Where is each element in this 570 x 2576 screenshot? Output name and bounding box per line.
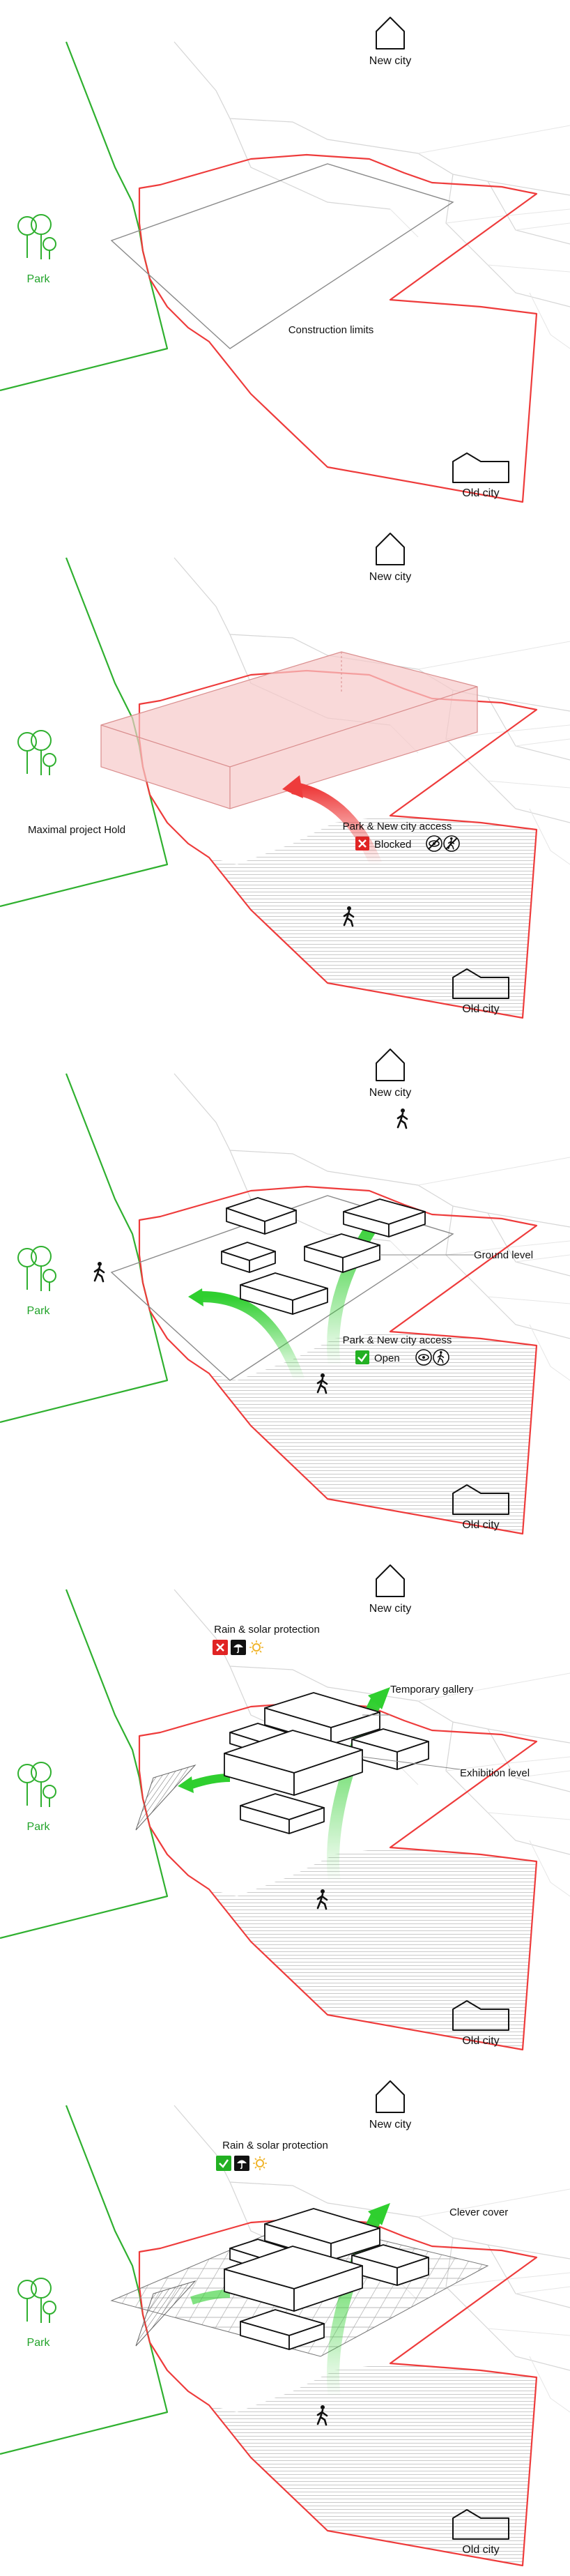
old-city-label: Old city	[462, 487, 499, 499]
old-city-label: Old city	[462, 1003, 499, 1015]
rain-solar-label: Rain & solar protection	[222, 2140, 328, 2151]
new-city-label: New city	[369, 571, 411, 583]
park-access-label: Park & New city access	[343, 1334, 452, 1346]
house-icon	[376, 1049, 405, 1081]
old-city-label: Old city	[462, 2544, 499, 2556]
maximal-volume	[100, 651, 478, 809]
building-blocks	[224, 1692, 429, 1834]
panel-clever-cover: Clever cover New city Old city Park Rain…	[0, 2080, 570, 2567]
old-city-label: Old city	[462, 2035, 499, 2047]
construction-limits-outline	[110, 163, 454, 349]
eye-icon	[426, 835, 442, 852]
eye-icon	[415, 1349, 432, 1366]
clever-cover-label: Clever cover	[449, 2207, 508, 2218]
sun-icon	[249, 1640, 263, 1654]
park-label: Park	[27, 2337, 51, 2349]
panel-ground-level: Ground level New city Old city Park Park…	[0, 1049, 570, 1535]
check-icon	[355, 1350, 369, 1364]
building-blocks	[221, 1197, 426, 1315]
new-city-label: New city	[369, 55, 411, 67]
umbrella-icon	[231, 1640, 246, 1655]
house-icon	[376, 1564, 405, 1597]
rain-solar-label: Rain & solar protection	[214, 1624, 320, 1636]
new-city-label: New city	[369, 1603, 411, 1615]
maximal-project-hold-label: Maximal project Hold	[28, 824, 125, 836]
sun-icon	[253, 2156, 267, 2170]
new-city-label: New city	[369, 1087, 411, 1099]
house-icon	[376, 17, 405, 49]
park-label: Park	[27, 1821, 51, 1833]
park-label: Park	[27, 1305, 51, 1317]
park-label: Park	[27, 273, 51, 285]
tree-icon	[17, 214, 56, 260]
panel-maximal-project-hold: New city Old city Maximal project Hold P…	[0, 533, 570, 1019]
new-city-label: New city	[369, 2119, 411, 2131]
blocked-status: Blocked	[374, 839, 411, 851]
park-access-label: Park & New city access	[343, 821, 452, 832]
pedestrian-icon	[433, 1349, 449, 1366]
ground-level-label: Ground level	[474, 1249, 533, 1261]
house-icon	[376, 2080, 405, 2113]
construction-limits-label: Construction limits	[288, 324, 374, 336]
old-city-label: Old city	[462, 1519, 499, 1531]
house-icon	[452, 452, 509, 483]
exhibition-level-label: Exhibition level	[460, 1767, 530, 1779]
open-status: Open	[374, 1352, 400, 1364]
panel-construction-limits: New city Old city Park Construction limi…	[0, 17, 570, 503]
temporary-gallery-label: Temporary gallery	[390, 1684, 474, 1695]
umbrella-icon	[234, 2156, 249, 2171]
pedestrian-icon	[93, 1260, 105, 1283]
tree-icon	[17, 2278, 56, 2324]
tree-icon	[17, 1762, 56, 1808]
building-blocks	[224, 2208, 429, 2350]
tree-icon	[17, 730, 56, 776]
tree-icon	[17, 1246, 56, 1292]
panel-exhibition-level: Exhibition level Temporary gallery New c…	[0, 1564, 570, 2051]
house-icon	[376, 533, 405, 565]
pedestrian-icon	[396, 1107, 408, 1129]
pedestrian-icon	[443, 835, 460, 852]
check-icon	[216, 2156, 231, 2171]
